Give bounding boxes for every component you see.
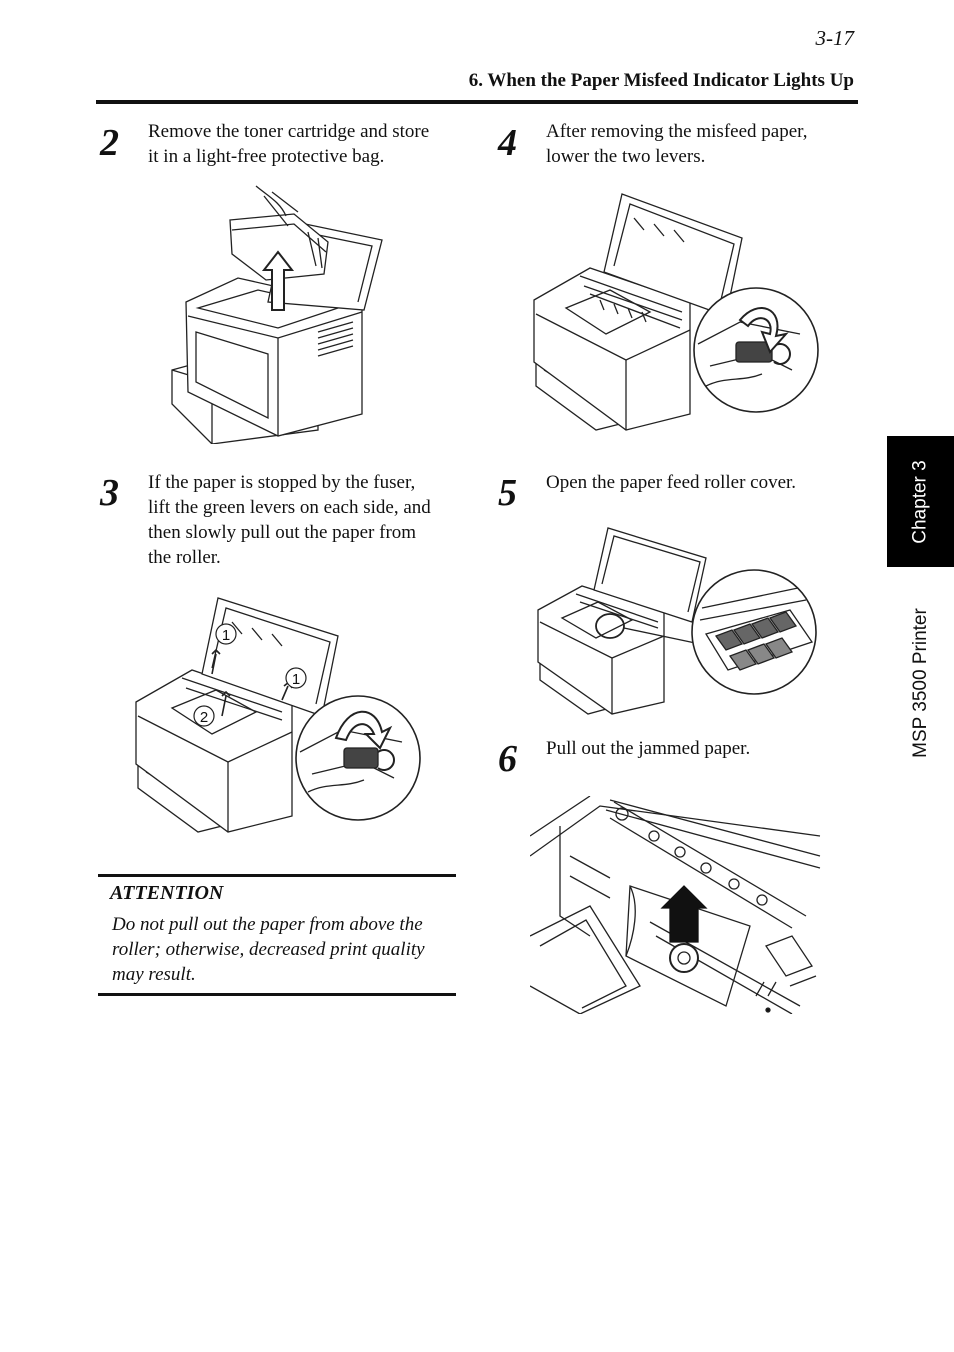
- step-3-line-1: If the paper is stopped by the fuser,: [148, 472, 416, 493]
- step-6-number: 6: [498, 738, 517, 780]
- chapter-tab-label: Chapter 3: [909, 459, 931, 544]
- attention-line-1: Do not pull out the paper from above the: [112, 914, 423, 935]
- figure-lift-fuser-levers: 1 1 2: [132, 592, 422, 834]
- figure-lower-levers: [530, 190, 820, 440]
- product-label: MSP 3500 Printer: [909, 607, 931, 758]
- step-4-number: 4: [498, 122, 517, 164]
- attention-top-rule: [98, 874, 456, 877]
- attention-line-3: may result.: [112, 964, 196, 985]
- step-4-text: After removing the misfeed paper, lower …: [546, 119, 866, 169]
- section-title: 6. When the Paper Misfeed Indicator Ligh…: [468, 70, 854, 91]
- callout-1-right: 1: [292, 671, 300, 688]
- step-3-line-2: lift the green levers on each side, and: [148, 497, 431, 518]
- step-3-number: 3: [100, 472, 119, 514]
- chapter-tab: [887, 436, 954, 567]
- callout-2: 2: [200, 709, 208, 726]
- step-5-text: Open the paper feed roller cover.: [546, 470, 866, 495]
- header-rule: [96, 100, 858, 104]
- step-6-line-1: Pull out the jammed paper.: [546, 738, 751, 759]
- step-6-text: Pull out the jammed paper.: [546, 736, 866, 761]
- product-label-wrap: MSP 3500 Printer: [887, 585, 954, 780]
- attention-body: Do not pull out the paper from above the…: [112, 912, 458, 987]
- step-3-line-4: the roller.: [148, 547, 221, 568]
- step-2-line-2: it in a light-free protective bag.: [148, 146, 385, 167]
- step-2-number: 2: [100, 122, 119, 164]
- attention-line-2: roller; otherwise, decreased print quali…: [112, 939, 425, 960]
- step-5-line-1: Open the paper feed roller cover.: [546, 472, 797, 493]
- attention-title: ATTENTION: [110, 882, 224, 904]
- step-3-text: If the paper is stopped by the fuser, li…: [148, 470, 468, 570]
- figure-pull-out-jammed-paper: [530, 796, 822, 1014]
- step-2-line-1: Remove the toner cartridge and store: [148, 121, 430, 142]
- chapter-tab-label-wrap: Chapter 3: [887, 436, 954, 567]
- figure-open-feed-roller-cover: [536, 524, 820, 716]
- callout-1-top: 1: [222, 627, 230, 644]
- step-3-line-3: then slowly pull out the paper from: [148, 522, 417, 543]
- step-4-line-1: After removing the misfeed paper,: [546, 121, 808, 142]
- figure-remove-toner-cartridge: [168, 182, 386, 444]
- step-4-line-2: lower the two levers.: [546, 146, 706, 167]
- step-5-number: 5: [498, 472, 517, 514]
- attention-bottom-rule: [98, 993, 456, 996]
- step-2-text: Remove the toner cartridge and store it …: [148, 119, 468, 169]
- page-number: 3-17: [815, 26, 855, 50]
